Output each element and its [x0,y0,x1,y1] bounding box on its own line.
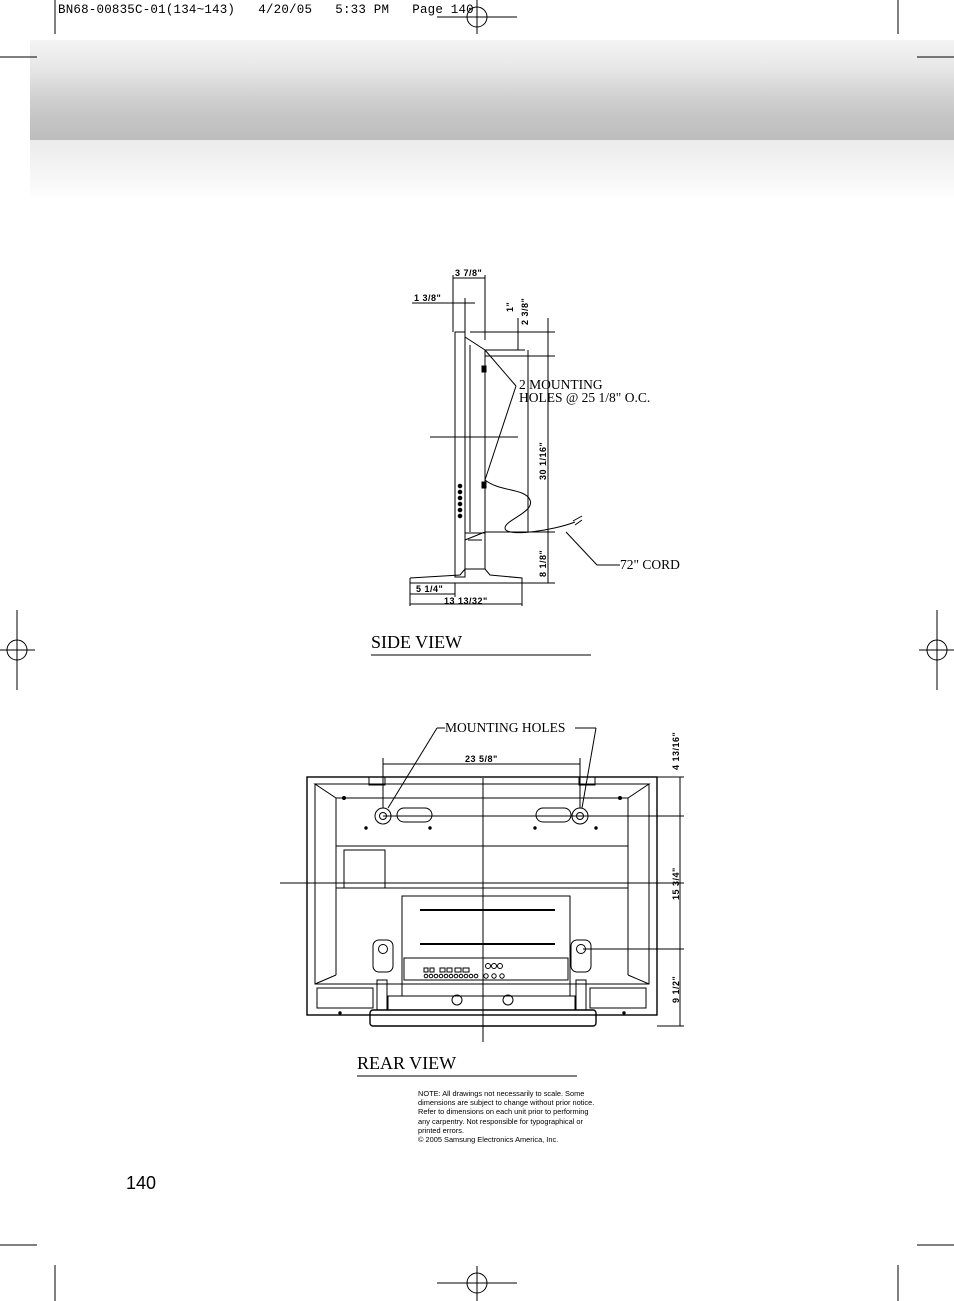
note-line-5: printed errors. [418,1125,465,1135]
note-line-4: any carpentry. Not responsible for typog… [418,1116,584,1126]
copyright-text: 2005 Samsung Electronics America, Inc. [425,1135,559,1145]
dim-rear-top: 4 13/16" [671,731,681,770]
dim-stand-depth: 13 13/32" [444,596,488,606]
header-band-fade [30,140,954,200]
callout-mounting-holes-side: 2 MOUNTING HOLES @ 25 1/8" O.C. [519,377,651,405]
callout-line-2: HOLES @ 25 1/8" O.C. [519,390,651,405]
callout-mounting-holes-rear: MOUNTING HOLES [445,720,566,735]
copyright-line: © 2005 Samsung Electronics America, Inc. [418,1135,618,1144]
header-band [30,40,954,140]
callout-line-1: 2 MOUNTING [519,377,603,392]
dim-panel-depth: 1 3/8" [414,293,442,303]
dim-hole-vertical: 15 3/4" [671,867,681,900]
dim-rear-bottom: 9 1/2" [671,975,681,1003]
dim-top-depth: 3 7/8" [455,268,483,278]
copyright-icon: © [418,1135,424,1145]
note-line-2: dimensions are subject to change without… [418,1098,595,1108]
side-panel-back [464,336,486,541]
print-slug: BN68-00835C-01(134~143) 4/20/05 5:33 PM … [58,3,474,17]
side-view-title: SIDE VIEW [371,632,463,652]
disclaimer-note: NOTE: All drawings not necessarily to sc… [418,1089,618,1144]
rear-view-title: REAR VIEW [357,1053,457,1073]
side-panel-front [454,331,466,578]
note-line-1: NOTE: All drawings not necessarily to sc… [418,1089,585,1098]
note-line-3: Refer to dimensions on each unit prior t… [418,1107,589,1117]
callout-cord: 72" CORD [620,557,680,572]
page-number: 140 [126,1173,157,1193]
dim-hole-width: 23 5/8" [465,754,498,764]
dim-stand-front: 5 1/4" [416,584,444,594]
